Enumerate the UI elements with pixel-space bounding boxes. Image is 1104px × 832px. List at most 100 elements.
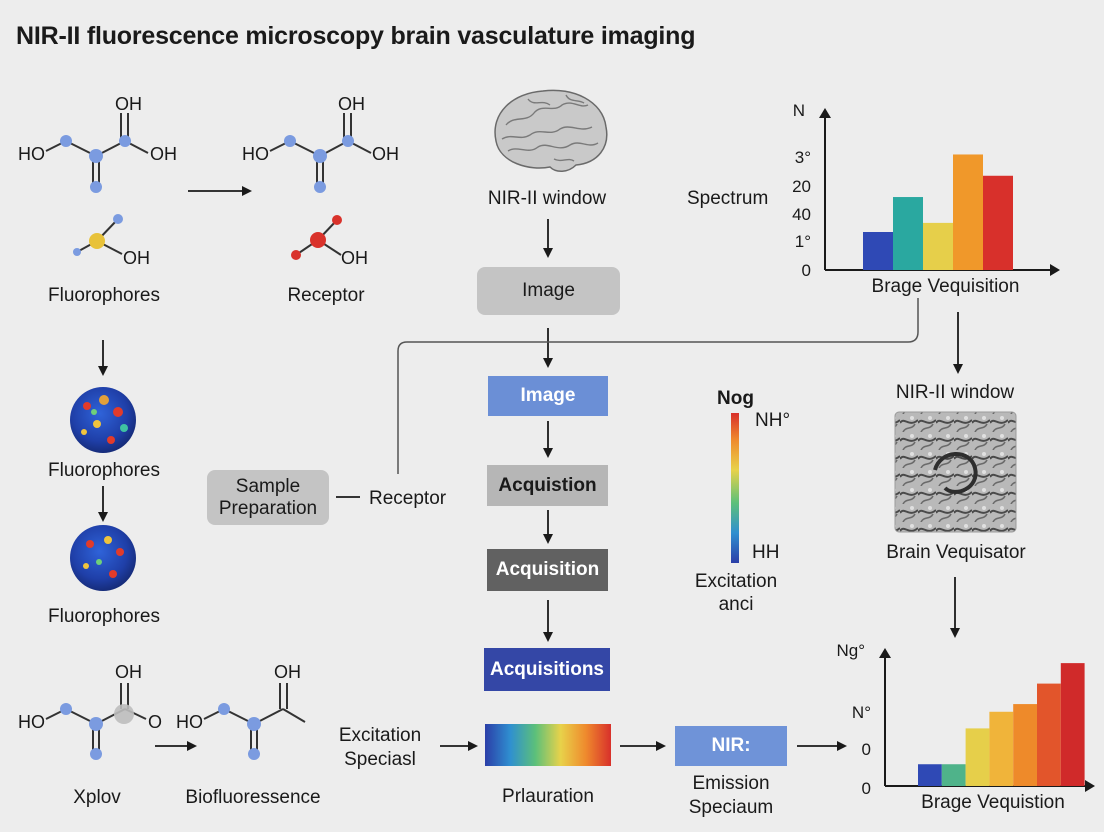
sample-preparation-box: Sample Preparation: [207, 470, 329, 525]
bar: [923, 222, 953, 270]
acquisition-dark-label: Acquisition: [495, 559, 600, 580]
oh-label: OH: [341, 248, 368, 268]
acquisitions-box-navy: Acquisitions: [484, 648, 610, 691]
excitation-speciasl-label: Excitation Speciasl: [339, 724, 421, 772]
oh-label: OH: [150, 144, 177, 164]
image-box-blue: Image: [488, 376, 608, 416]
acquisition-light-label: Acquistion: [498, 474, 597, 496]
fluorescence-sphere-2: [70, 525, 136, 591]
molecule-bottom-2: OH HO: [176, 662, 306, 760]
y-tick-label: 0: [862, 740, 871, 759]
bar: [893, 197, 923, 270]
atom: [90, 181, 102, 193]
bar: [953, 154, 983, 270]
acquisitions-navy-label: Acquisitions: [489, 658, 604, 680]
y-axis-label: Ng°: [836, 641, 865, 660]
excitation-line1: Excitation: [338, 725, 422, 746]
sample-prep-line2: Preparation: [218, 497, 318, 519]
atom: [89, 149, 103, 163]
y-tick-label: 1°: [795, 232, 811, 251]
nir-window-right-label: NIR-II window: [895, 382, 1015, 403]
receptor-center-label: Receptor: [369, 488, 447, 509]
y-tick-label: 0: [862, 779, 871, 798]
molecule-small-red: OH: [291, 215, 368, 268]
colorbar-caption: Excitation anci: [695, 570, 777, 616]
o-label: O: [148, 712, 162, 732]
y-tick-label: 3°: [795, 148, 811, 167]
atom: [119, 135, 131, 147]
bar: [1013, 704, 1037, 786]
atom: [60, 135, 72, 147]
molecule-small-yellow: OH: [73, 214, 150, 268]
bar: [1037, 683, 1061, 786]
loop-connector: [397, 298, 919, 474]
oh-label: OH: [115, 94, 142, 114]
oh-label: OH: [338, 94, 365, 114]
y-axis-arrow: [879, 648, 891, 658]
image-box-gray: Image: [477, 267, 620, 315]
sample-prep-line1: Sample: [235, 475, 301, 497]
pralauration-label: Prlauration: [502, 786, 594, 807]
ho-label: HO: [18, 144, 45, 164]
colorbar: [731, 413, 739, 563]
molecule-top-left-1: OH HO OH: [18, 94, 177, 193]
oh-label: OH: [123, 248, 150, 268]
acquisition-box-light: Acquistion: [487, 465, 608, 506]
oh-label: OH: [372, 144, 399, 164]
emission-speciaum-label: Emission Speciaum: [689, 772, 774, 820]
bar: [1060, 663, 1085, 786]
x-axis-arrow: [1050, 264, 1060, 276]
fluorophores-label-1: Fluorophores: [48, 285, 160, 306]
y-tick-label: 0: [802, 261, 811, 280]
oh-label: OH: [274, 662, 301, 682]
ho-label: HO: [18, 712, 45, 732]
bar: [989, 711, 1014, 786]
colorbar-caption-line2: anci: [718, 594, 754, 615]
receptor-label: Receptor: [287, 285, 365, 306]
spectrum-label: Spectrum: [687, 188, 769, 209]
oh-label: OH: [115, 662, 142, 682]
colorbar-bottom-label: HH: [752, 542, 780, 563]
colorbar-top-label: Nog: [717, 388, 754, 409]
fluorophores-label-2: Fluorophores: [48, 460, 160, 481]
colorbar-top-right-label: NH°: [755, 410, 791, 431]
fluorescence-sphere-1: [70, 387, 136, 453]
fluorophores-label-3: Fluorophores: [48, 606, 160, 627]
biofluorescence-label: Biofluoressence: [185, 787, 321, 808]
bar: [863, 232, 893, 270]
y-tick-label: 40: [792, 205, 811, 224]
ho-label: HO: [176, 712, 203, 732]
nir-box: NIR:: [675, 726, 787, 766]
x-axis-label: Brage Vequisition: [872, 276, 1020, 297]
y-tick-label: N°: [852, 703, 871, 722]
molecule-bottom-1: OH HO O: [18, 662, 162, 760]
y-axis-arrow: [819, 108, 831, 118]
brain-vequisator-label: Brain Vequisator: [886, 542, 1026, 563]
nir-window-label: NIR-II window: [487, 188, 607, 209]
y-axis-label: N: [793, 101, 805, 120]
bar: [918, 764, 942, 786]
x-axis-arrow: [1085, 780, 1095, 792]
page-title: NIR-II fluorescence microscopy brain vas…: [16, 22, 696, 50]
ho-label: HO: [242, 144, 269, 164]
y-tick-label: 20: [792, 177, 811, 196]
bar: [965, 728, 990, 786]
molecule-top-left-2: OH HO OH: [242, 94, 399, 193]
emission-line1: Emission: [692, 773, 770, 794]
spectrum-gradient-box: [485, 724, 611, 766]
xplov-label: Xplov: [73, 787, 121, 808]
colorbar-caption-line1: Excitation: [694, 571, 778, 592]
bar: [941, 764, 966, 786]
x-axis-label: Brage Vequistion: [921, 792, 1065, 813]
image-box-blue-label: Image: [520, 385, 576, 406]
excitation-line2: Speciasl: [344, 749, 416, 770]
acquisition-box-dark: Acquisition: [487, 549, 608, 591]
image-box-gray-label: Image: [522, 280, 575, 301]
